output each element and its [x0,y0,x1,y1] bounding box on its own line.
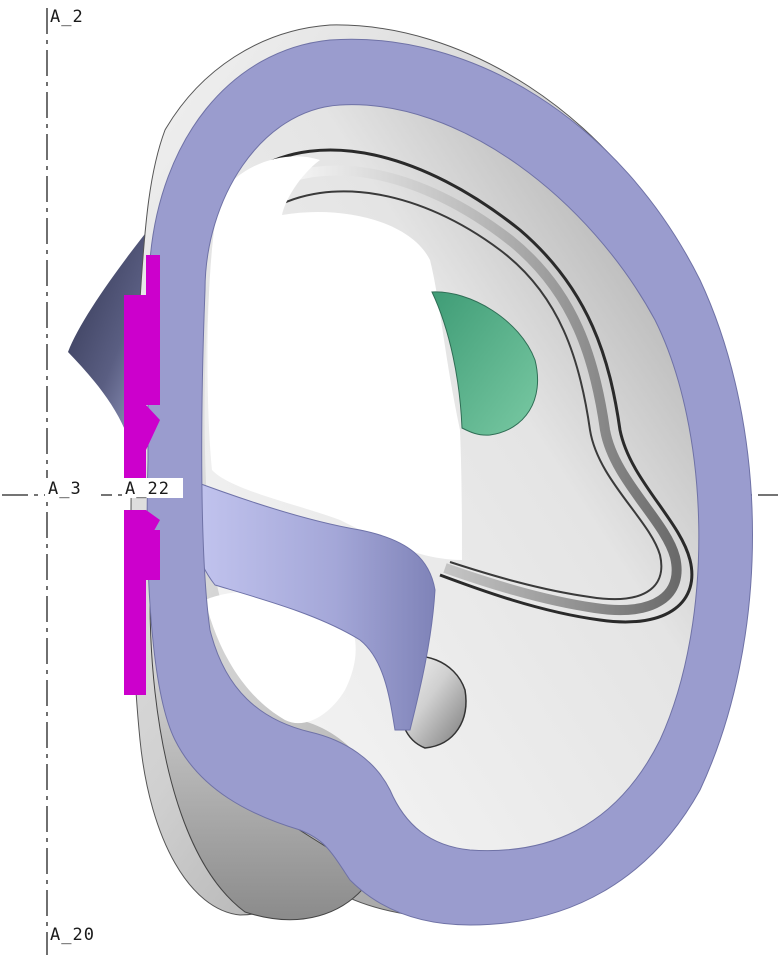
axis-label-horizontal-left: A_3 [48,479,82,499]
axis-label-bg-left [45,478,101,498]
inner-ridge-band [259,165,682,615]
magenta-highlight-strip[interactable] [124,255,160,695]
inner-groove-inner [269,190,663,601]
main-opening [207,156,462,560]
axis-label-horizontal-right: A_22 [125,479,170,499]
axis-label-bottom: A_20 [50,925,95,945]
blade-surface[interactable] [184,477,436,731]
section-cut-ring[interactable] [146,38,753,926]
green-highlight-face[interactable] [431,291,539,436]
axis-label-bg-right [123,478,183,498]
hub-opening [205,591,356,724]
axis-label-top: A_2 [50,7,84,27]
inner-groove-outer [254,148,694,624]
